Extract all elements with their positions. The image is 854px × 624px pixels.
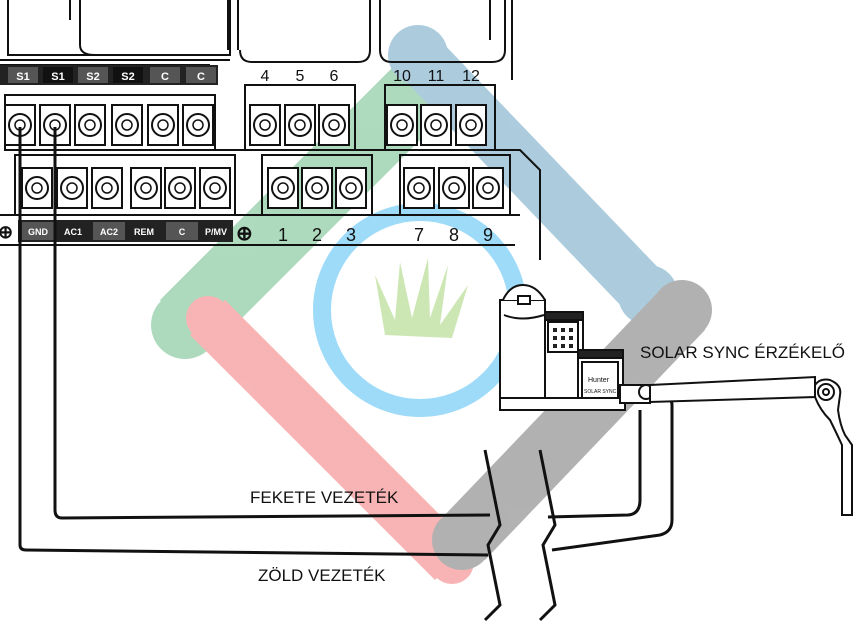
top-strip-cell bbox=[150, 67, 180, 83]
top-strip-cell bbox=[43, 67, 73, 83]
terminal-screw bbox=[74, 104, 106, 146]
zone-number-bottom: 9 bbox=[483, 225, 493, 245]
terminal-screw bbox=[147, 104, 179, 146]
zone-number-top: 6 bbox=[330, 68, 339, 85]
bottom-strip-label: GND bbox=[28, 227, 49, 237]
grass-icon bbox=[375, 258, 468, 338]
zone-number-bottom: 3 bbox=[346, 225, 356, 245]
terminal-screw bbox=[199, 167, 231, 209]
terminal-screw bbox=[111, 104, 143, 146]
terminal-screw bbox=[472, 167, 504, 209]
top-strip-cell bbox=[8, 67, 38, 83]
terminal-screw bbox=[39, 104, 71, 146]
zone-number-top: 10 bbox=[393, 68, 411, 85]
terminal-screw bbox=[335, 167, 367, 209]
zone-number-bottom: 1 bbox=[278, 225, 288, 245]
terminal-screw bbox=[301, 167, 333, 209]
terminal-screw bbox=[318, 104, 350, 146]
watermark-red-bar bbox=[186, 296, 474, 584]
terminal-screw bbox=[386, 104, 418, 146]
terminal-screw bbox=[284, 104, 316, 146]
bottom-strip-cell bbox=[57, 222, 89, 240]
terminal-screw bbox=[455, 104, 487, 146]
green-wire-label: ZÖLD VEZETÉK bbox=[258, 566, 386, 585]
top-strip-label: S1 bbox=[16, 71, 29, 83]
bottom-strip-label: AC2 bbox=[100, 227, 118, 237]
black-wire-label: FEKETE VEZETÉK bbox=[250, 488, 399, 507]
bottom-strip-cell bbox=[22, 222, 54, 240]
top-terminal-block bbox=[4, 84, 541, 260]
top-strip-label: S2 bbox=[121, 71, 134, 83]
zone-number-bottom: 2 bbox=[312, 225, 322, 245]
zone-number-top: 4 bbox=[261, 68, 270, 85]
top-strip-cell bbox=[186, 67, 216, 83]
ground-symbol-left: ⊕ bbox=[0, 222, 13, 242]
terminal-screw bbox=[164, 167, 196, 209]
top-strip-cell bbox=[78, 67, 108, 83]
top-strip-label: S2 bbox=[86, 71, 99, 83]
terminal-screw bbox=[267, 167, 299, 209]
terminal-screw bbox=[182, 104, 214, 146]
top-strip-label: C bbox=[161, 71, 169, 83]
terminal-screw bbox=[403, 167, 435, 209]
terminal-screw bbox=[249, 104, 281, 146]
terminal-screw bbox=[56, 167, 88, 209]
terminal-screw bbox=[420, 104, 452, 146]
zone-number-top: 11 bbox=[428, 68, 445, 85]
bottom-strip-cell bbox=[93, 222, 125, 240]
terminal-screw bbox=[21, 167, 53, 209]
bottom-strip-label: P/MV bbox=[205, 227, 227, 237]
watermark-logo bbox=[151, 25, 712, 584]
terminal-screw bbox=[91, 167, 123, 209]
bottom-strip-cell bbox=[128, 222, 160, 240]
zone-number-bottom: 8 bbox=[449, 225, 459, 245]
wire-break-marker bbox=[483, 449, 557, 622]
black-wire bbox=[53, 127, 642, 520]
top-strip-cell bbox=[113, 67, 143, 83]
ground-symbol: ⊕ bbox=[236, 223, 253, 245]
sensor-label: SOLAR SYNC ÉRZÉKELŐ bbox=[640, 343, 845, 362]
solar-sync-sensor: Hunter SOLAR SYNC bbox=[499, 283, 853, 516]
terminal-screw bbox=[130, 167, 162, 209]
zone-number-top: 5 bbox=[296, 68, 305, 85]
bottom-strip-label: AC1 bbox=[64, 227, 82, 237]
bottom-strip-label: REM bbox=[134, 227, 154, 237]
sensor-brand-text: Hunter bbox=[588, 377, 610, 384]
top-strip-label: S1 bbox=[51, 71, 64, 83]
zone-number-bottom: 7 bbox=[414, 225, 424, 245]
sensor-model-text: SOLAR SYNC bbox=[584, 389, 617, 395]
terminal-screw bbox=[438, 167, 470, 209]
top-strip-label: C bbox=[197, 71, 205, 83]
bottom-strip-label: C bbox=[179, 227, 186, 237]
bottom-terminal-block bbox=[0, 154, 520, 246]
bottom-strip-cell bbox=[200, 222, 232, 240]
zone-number-top: 12 bbox=[462, 68, 480, 85]
bottom-strip-cell bbox=[166, 222, 198, 240]
